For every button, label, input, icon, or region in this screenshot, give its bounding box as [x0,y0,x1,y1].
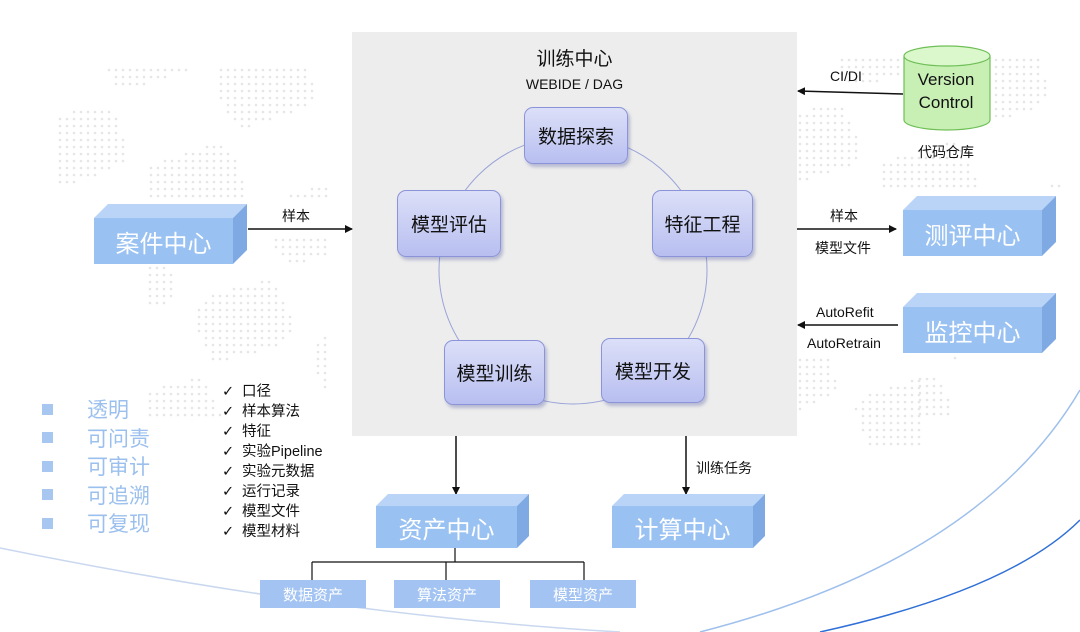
monitor-center-label: 监控中心 [924,319,1021,347]
version-control-line2: Control [918,93,974,112]
step-model-development[interactable]: 模型开发 [601,338,705,403]
compute-center-label: 计算中心 [634,516,731,544]
asset-chip-algorithm[interactable]: 算法资产 [394,580,500,608]
case-center-label: 案件中心 [115,230,212,258]
checklist-item-label: 运行记录 [242,484,300,500]
version-control-caption: 代码仓库 [918,144,974,160]
edge-label-case: 样本 [282,208,310,224]
check-icon: ✓ [222,424,235,440]
checklist-item: ✓ 运行记录 [222,482,323,502]
checklist-item: ✓ 模型材料 [222,522,323,542]
edge-label-eval-model: 模型文件 [815,240,871,256]
asset-chip-model[interactable]: 模型资产 [530,580,636,608]
principle-label: 可问责 [87,427,150,451]
checklist-item-label: 样本算法 [242,404,300,420]
training-center-title: 训练中心 [536,49,613,70]
edge-label-autoretrain: AutoRetrain [807,335,881,351]
check-icon: ✓ [222,504,235,520]
principle-label: 可审计 [87,456,150,480]
principle-item: 可追溯 [42,481,150,510]
bullet-square-icon [42,403,53,415]
principle-item: 可复现 [42,509,150,538]
edge-label-autorefit: AutoRefit [816,304,874,320]
checklist-item-label: 特征 [242,424,271,440]
bullet-square-icon [42,489,53,501]
checklist-item-label: 实验元数据 [242,464,315,480]
checklist-item-label: 模型材料 [242,524,300,540]
principle-item: 可审计 [42,452,150,481]
step-feature-engineering[interactable]: 特征工程 [652,190,753,257]
step-model-evaluation[interactable]: 模型评估 [397,190,501,257]
edge-label-cidi: CI/DI [830,68,862,84]
asset-checklist: ✓ 口径 ✓ 样本算法 ✓ 特征 ✓ 实验Pipeline ✓ 实验元数据 ✓ 运行记录 ✓… [222,382,323,542]
check-icon: ✓ [222,444,235,460]
principle-label: 可追溯 [87,484,150,508]
checklist-item: ✓ 口径 [222,382,323,402]
check-icon: ✓ [222,484,235,500]
training-center-subtitle: WEBIDE / DAG [525,76,624,92]
checklist-item: ✓ 实验Pipeline [222,442,323,462]
bullet-square-icon [42,432,53,444]
check-icon: ✓ [222,384,235,400]
step-model-training[interactable]: 模型训练 [444,340,545,405]
checklist-item-label: 口径 [242,384,271,400]
asset-chip-data[interactable]: 数据资产 [260,580,366,608]
check-icon: ✓ [222,524,235,540]
check-icon: ✓ [222,404,235,420]
checklist-item-label: 实验Pipeline [242,444,323,460]
checklist-item: ✓ 模型文件 [222,502,323,522]
asset-center-label: 资产中心 [398,516,495,544]
step-data-exploration[interactable]: 数据探索 [524,107,628,164]
checklist-item: ✓ 样本算法 [222,402,323,422]
edge-label-train-task: 训练任务 [696,460,752,476]
principle-item: 可问责 [42,424,150,453]
check-icon: ✓ [222,464,235,480]
asset-tree-lines [311,548,585,580]
checklist-item-label: 模型文件 [242,504,300,520]
checklist-item: ✓ 特征 [222,422,323,442]
principle-label: 可复现 [87,513,150,537]
version-control-label: Version Control [904,68,988,114]
principle-item: 透明 [42,395,150,424]
edge-label-eval-sample: 样本 [830,208,858,224]
bullet-square-icon [42,460,53,472]
eval-center-label: 测评中心 [924,222,1021,250]
version-control-cylinder[interactable] [902,44,992,132]
bullet-square-icon [42,517,53,529]
checklist-item: ✓ 实验元数据 [222,462,323,482]
principle-label: 透明 [87,399,129,423]
principles-list: 透明 可问责 可审计 可追溯 可复现 [42,395,150,538]
arrow-vc-to-training [797,87,904,96]
version-control-line1: Version [917,70,975,89]
